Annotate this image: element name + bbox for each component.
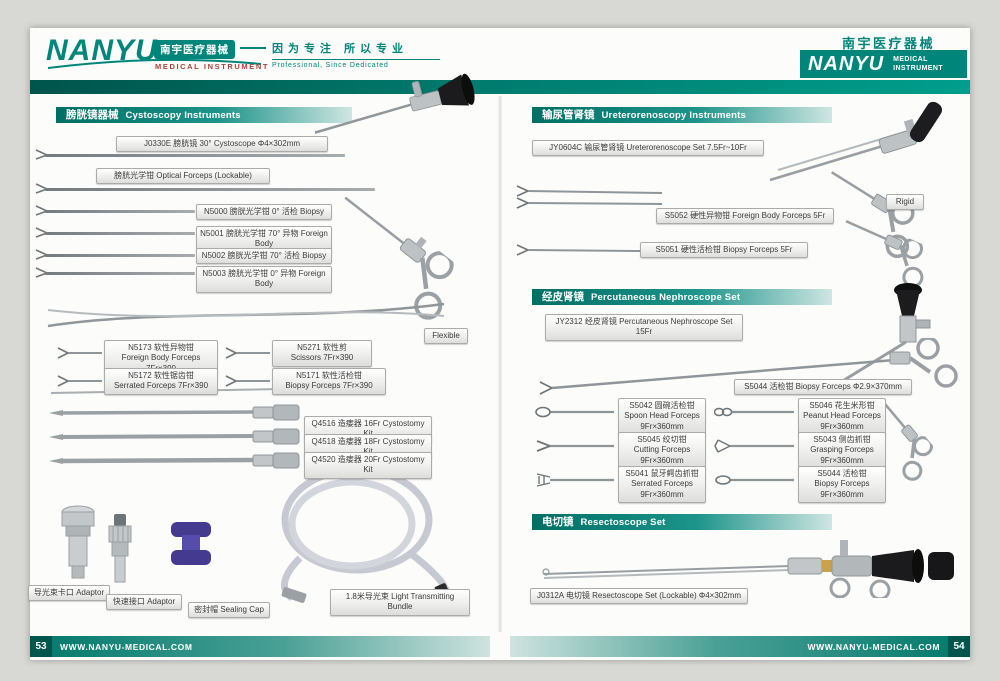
brand-cn-badge: 南宇医疗器械: [154, 40, 235, 59]
cystostomy-kits-photo: [45, 385, 305, 485]
grid-forceps-handle-photo: [849, 392, 946, 494]
footer-right: WWW.NANYU-MEDICAL.COM 54: [510, 636, 970, 657]
flexible-tip-icon: [57, 347, 102, 359]
flexible-forceps-photo: [46, 296, 466, 341]
resectoscope-photo: [540, 532, 970, 603]
cutting-tip-icon: [536, 440, 614, 452]
label-optical-forceps: 膀胱光学钳 Optical Forceps (Lockable): [96, 168, 270, 185]
label-cystoscope-j0330e: J0330E 膀胱镜 30° Cystoscope Φ4×302mm: [116, 136, 328, 153]
label-n5002: N5002 膀胱光学钳 70° 活检 Biopsy: [196, 248, 332, 265]
rigid-forceps-shafts: [516, 185, 663, 209]
header-right-brand: NANYU: [808, 52, 885, 75]
page-number-left: 53: [30, 636, 52, 657]
tagline-cn: 因为专注 所以专业: [272, 43, 409, 55]
label-s5052: S5052 硬性异物钳 Foreign Body Forceps 5Fr: [656, 208, 834, 225]
section-resecto-en: Resectoscope Set: [580, 517, 666, 528]
header-right-logo-block: NANYU MEDICAL INSTRUMENT: [800, 50, 967, 78]
footer-url-right: WWW.NANYU-MEDICAL.COM: [807, 641, 940, 652]
label-n5003: N5003 膀胱光学钳 0° 异物 Foreign Body: [196, 266, 332, 293]
section-uretero-cn: 输尿管肾镜: [542, 109, 595, 121]
biopsy-forceps-long-photo: [538, 336, 963, 403]
biopsy-forceps-shaft: [516, 244, 643, 256]
label-rigid: Rigid: [886, 194, 924, 211]
biopsy-tip-icon: [715, 475, 794, 485]
section-cystoscopy-cn: 膀胱镜器械: [66, 109, 119, 121]
grasping-tip-icon: [714, 439, 794, 453]
brand-subtitle: MEDICAL INSTRUMENT: [155, 62, 270, 71]
section-nephro-cn: 经皮肾镜: [542, 291, 584, 303]
label-s5046: S5046 花生米形钳 Peanut Head Forceps 9Fr×360m…: [798, 398, 886, 436]
flexible-tip-icon: [57, 375, 102, 387]
sealing-cap-photo: [168, 520, 214, 573]
flexible-tip-icon: [225, 375, 270, 387]
section-resecto: 电切镜 Resectoscope Set: [532, 514, 832, 530]
section-cystoscopy: 膀胱镜器械 Cystoscopy Instruments: [56, 107, 352, 123]
label-q4520: Q4520 造瘘器 20Fr Cystostomy Kit: [304, 452, 432, 479]
label-s5044-grid: S5044 活检钳 Biopsy Forceps 9Fr×360mm: [798, 466, 886, 504]
header-right-subtitle: MEDICAL INSTRUMENT: [893, 55, 943, 74]
telescope-shaft: [45, 154, 345, 157]
label-light-adaptor: 导光束卡口 Adaptor: [28, 585, 110, 602]
forceps-shaft-n5000: [45, 210, 195, 213]
label-n5171: N5171 软性活检钳 Biopsy Forceps 7Fr×390: [272, 368, 386, 395]
flexible-tip-icon: [225, 347, 270, 359]
label-j0312a: J0312A 电切镜 Resectoscope Set (Lockable) Φ…: [530, 588, 748, 605]
footer-left: 53 WWW.NANYU-MEDICAL.COM: [30, 636, 490, 657]
section-nephro-en: Percutaneous Nephroscope Set: [591, 292, 741, 303]
header-right-sub2: INSTRUMENT: [893, 65, 944, 72]
tagline: 因为专注 所以专业 Professional, Since Dedicated: [272, 40, 440, 69]
label-s5042: S5042 圆碗活检钳 Spoon Head Forceps 9Fr×360mm: [618, 398, 706, 436]
label-s5051: S5051 硬性活检钳 Biopsy Forceps 5Fr: [640, 242, 808, 259]
label-sealing-cap: 密封帽 Sealing Cap: [188, 602, 270, 619]
cystoscope-photo: [308, 63, 490, 153]
tagline-rule: [272, 59, 440, 60]
light-guide-adaptor-photo: [56, 504, 100, 587]
label-n5271: N5271 软性剪 Scissors 7Fr×390: [272, 340, 372, 367]
serrated-tip-icon: [536, 473, 614, 487]
label-n5000: N5000 膀胱光学钳 0° 活检 Biopsy: [196, 204, 332, 221]
label-n5172: N5172 软性锯齿钳 Serrated Forceps 7Fr×390: [104, 368, 218, 395]
page-gutter: [498, 96, 502, 632]
spoon-head-tip-icon: [535, 406, 614, 418]
forceps-shaft-n5003: [45, 272, 195, 275]
label-s5044-long: S5044 活检钳 Biopsy Forceps Φ2.9×370mm: [734, 379, 912, 396]
label-flexible: Flexible: [424, 328, 468, 345]
header-right-sub1: MEDICAL: [893, 55, 928, 63]
section-nephro: 经皮肾镜 Percutaneous Nephroscope Set: [532, 289, 832, 305]
forceps-shaft-n5002: [45, 254, 195, 257]
label-s5045: S5045 绞切钳 Cutting Forceps 9Fr×360mm: [618, 432, 706, 470]
label-jy2312: JY2312 经皮肾镜 Percutaneous Nephroscope Set…: [545, 314, 743, 341]
page-number-right: 54: [948, 636, 970, 657]
section-resecto-cn: 电切镜: [542, 516, 574, 528]
header-teal-band: [30, 80, 970, 94]
header-right-cn: 南宇医疗器械: [842, 36, 936, 51]
footer-url-left: WWW.NANYU-MEDICAL.COM: [60, 641, 193, 652]
label-s5043: S5043 侧齿抓钳 Grasping Forceps 9Fr×360mm: [798, 432, 886, 470]
biopsy-forceps-handle-photo: [828, 212, 941, 301]
ureteroscope-photo: [768, 100, 968, 190]
brand-underline-swoosh: [47, 58, 262, 69]
forceps-shaft-n5001: [45, 232, 195, 235]
optical-forceps-shaft: [45, 188, 375, 191]
section-uretero: 输尿管肾镜 Ureterorenoscopy Instruments: [532, 107, 832, 123]
tagline-dash: [240, 47, 266, 49]
label-s5041: S5041 鼠牙鳄齿抓钳 Serrated Forceps 9Fr×360mm: [618, 466, 706, 504]
section-uretero-en: Ureterorenoscopy Instruments: [601, 110, 746, 121]
label-jy0604c: JY0604C 输尿管肾镜 Ureterorenoscope Set 7.5Fr…: [532, 140, 764, 157]
section-cystoscopy-en: Cystoscopy Instruments: [125, 110, 241, 121]
quick-adaptor-photo: [103, 512, 137, 591]
optical-forceps-photo: [309, 185, 473, 336]
tagline-en: Professional, Since Dedicated: [272, 62, 389, 69]
nephroscope-photo: [822, 282, 967, 397]
peanut-head-tip-icon: [714, 407, 794, 417]
label-light-bundle: 1.8米导光束 Light Transmitting Bundle: [330, 589, 470, 616]
label-quick-adaptor: 快速接口 Adaptor: [106, 594, 182, 611]
